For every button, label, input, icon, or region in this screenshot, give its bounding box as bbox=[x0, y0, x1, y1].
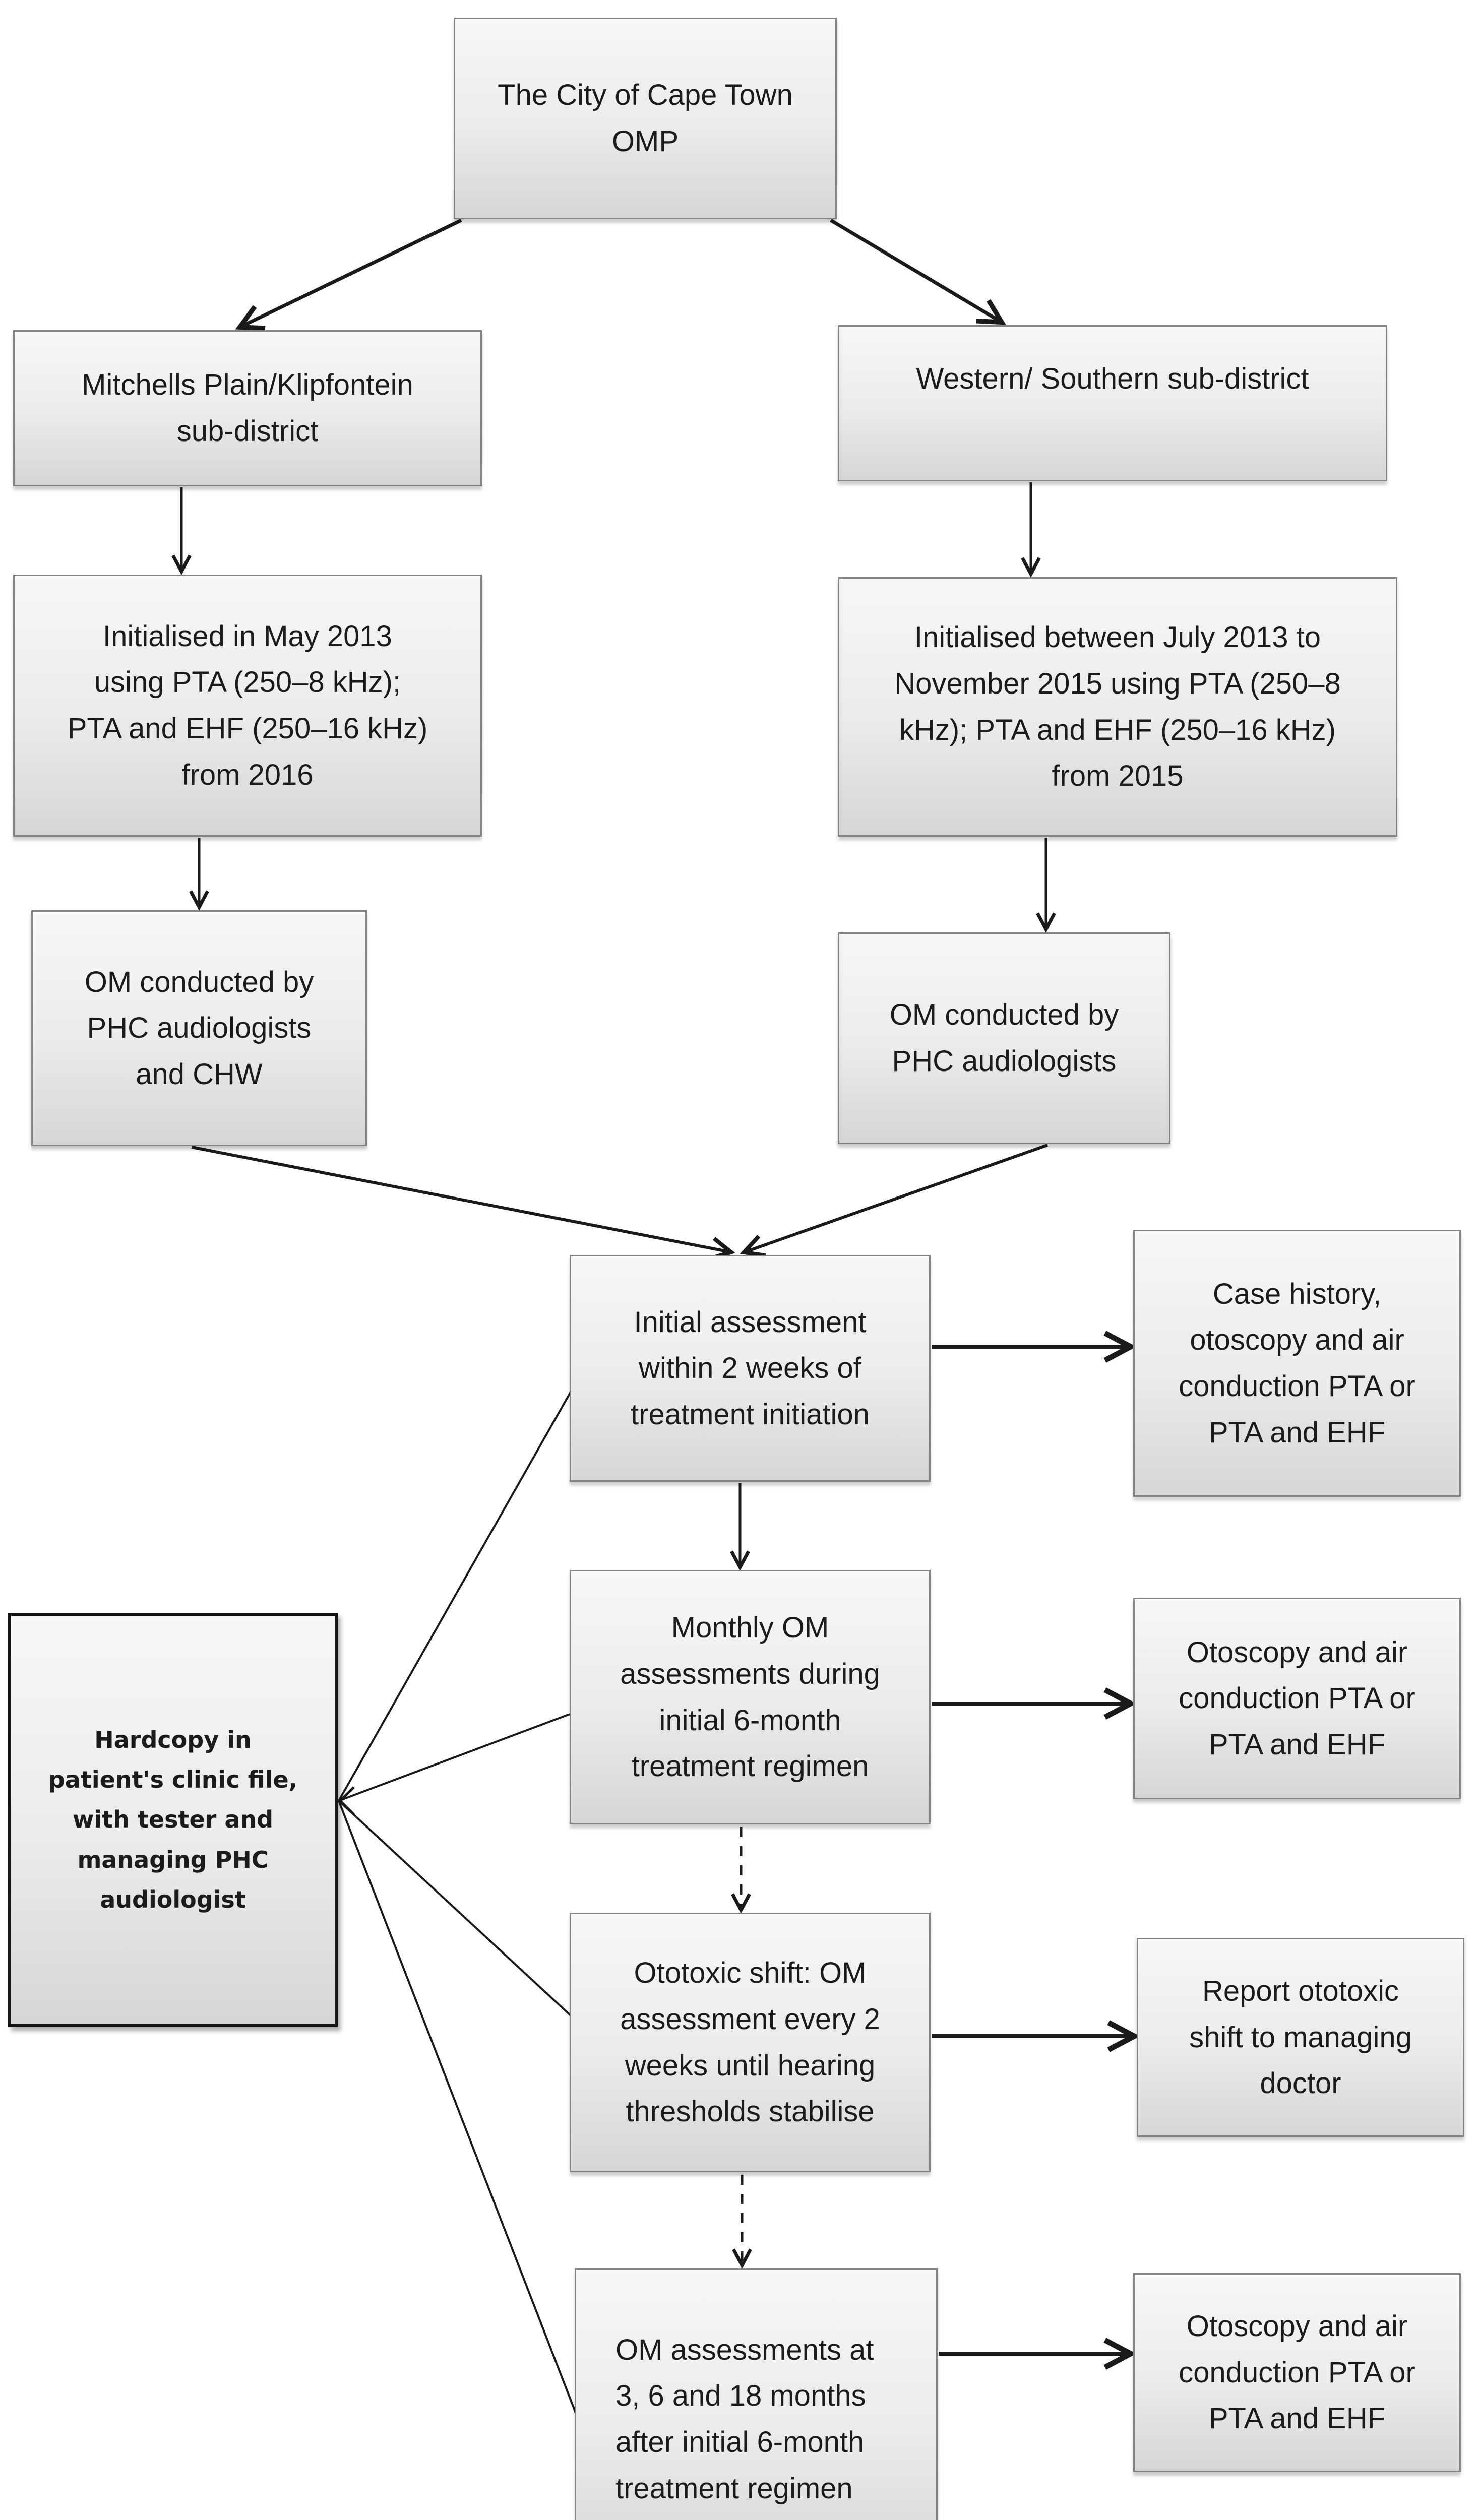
node-label: Ototoxic shift: OM assessment every 2 we… bbox=[620, 1957, 880, 2128]
node-label: OM conducted by PHC audiologists and CHW bbox=[84, 965, 314, 1091]
node-report-ototoxic-shift: Report ototoxic shift to managing doctor bbox=[1137, 1938, 1464, 2137]
node-label: Western/ Southern sub-district bbox=[916, 362, 1309, 395]
node-label: Report ototoxic shift to managing doctor bbox=[1189, 1975, 1412, 2100]
node-label: Initialised in May 2013 using PTA (250–8… bbox=[67, 619, 428, 791]
arrow-omp-to-western bbox=[830, 218, 1006, 325]
line-hardcopy-to-ototoxic bbox=[338, 1800, 572, 2017]
node-otoscopy-3-6-18: Otoscopy and air conduction PTA or PTA a… bbox=[1133, 2273, 1461, 2472]
node-monthly-om-assessments: Monthly OM assessments during initial 6-… bbox=[570, 1570, 931, 1824]
node-label: Initialised between July 2013 to Novembe… bbox=[894, 621, 1341, 793]
node-label: Hardcopy in patient's clinic file, with … bbox=[48, 1726, 298, 1913]
node-label: OM assessments at 3, 6 and 18 months aft… bbox=[615, 2333, 874, 2505]
node-ototoxic-shift-assessment: Ototoxic shift: OM assessment every 2 we… bbox=[570, 1913, 931, 2172]
node-om-phc-audiologists-chw: OM conducted by PHC audiologists and CHW bbox=[31, 910, 367, 1146]
arrow-om-right-to-initial-assessment bbox=[740, 1144, 1048, 1258]
node-label: Initial assessment within 2 weeks of tre… bbox=[631, 1305, 870, 1431]
line-hardcopy-to-monthly bbox=[338, 1713, 572, 1802]
node-label: Mitchells Plain/Klipfontein sub-district bbox=[82, 368, 413, 448]
node-om-assessments-3-6-18: OM assessments at 3, 6 and 18 months aft… bbox=[575, 2268, 938, 2520]
node-label: Case history, otoscopy and air conductio… bbox=[1179, 1277, 1415, 1449]
node-western-southern: Western/ Southern sub-district bbox=[838, 325, 1387, 481]
arrowhead-into-hardcopy bbox=[338, 1786, 355, 1815]
line-hardcopy-to-omlate bbox=[338, 1800, 577, 2415]
node-label: The City of Cape Town OMP bbox=[498, 79, 793, 158]
line-hardcopy-to-initial bbox=[338, 1391, 572, 1801]
node-hardcopy-clinic-file: Hardcopy in patient's clinic file, with … bbox=[8, 1613, 338, 2027]
arrow-om-left-to-initial-assessment bbox=[191, 1146, 735, 1261]
node-mitchells-plain-klipfontein: Mitchells Plain/Klipfontein sub-district bbox=[13, 330, 482, 486]
node-city-of-cape-town-omp: The City of Cape Town OMP bbox=[454, 18, 837, 219]
node-initialised-july-2013: Initialised between July 2013 to Novembe… bbox=[838, 577, 1397, 837]
node-initial-assessment: Initial assessment within 2 weeks of tre… bbox=[570, 1255, 931, 1482]
node-case-history: Case history, otoscopy and air conductio… bbox=[1133, 1230, 1461, 1497]
node-initialised-may-2013: Initialised in May 2013 using PTA (250–8… bbox=[13, 575, 482, 837]
node-label: OM conducted by PHC audiologists bbox=[889, 998, 1119, 1078]
node-om-phc-audiologists: OM conducted by PHC audiologists bbox=[838, 932, 1170, 1144]
arrow-omp-to-mitchells bbox=[235, 218, 462, 331]
node-label: Otoscopy and air conduction PTA or PTA a… bbox=[1179, 2310, 1415, 2435]
node-label: Otoscopy and air conduction PTA or PTA a… bbox=[1179, 1635, 1415, 1761]
node-otoscopy-monthly: Otoscopy and air conduction PTA or PTA a… bbox=[1133, 1598, 1461, 1799]
node-label: Monthly OM assessments during initial 6-… bbox=[620, 1611, 880, 1783]
